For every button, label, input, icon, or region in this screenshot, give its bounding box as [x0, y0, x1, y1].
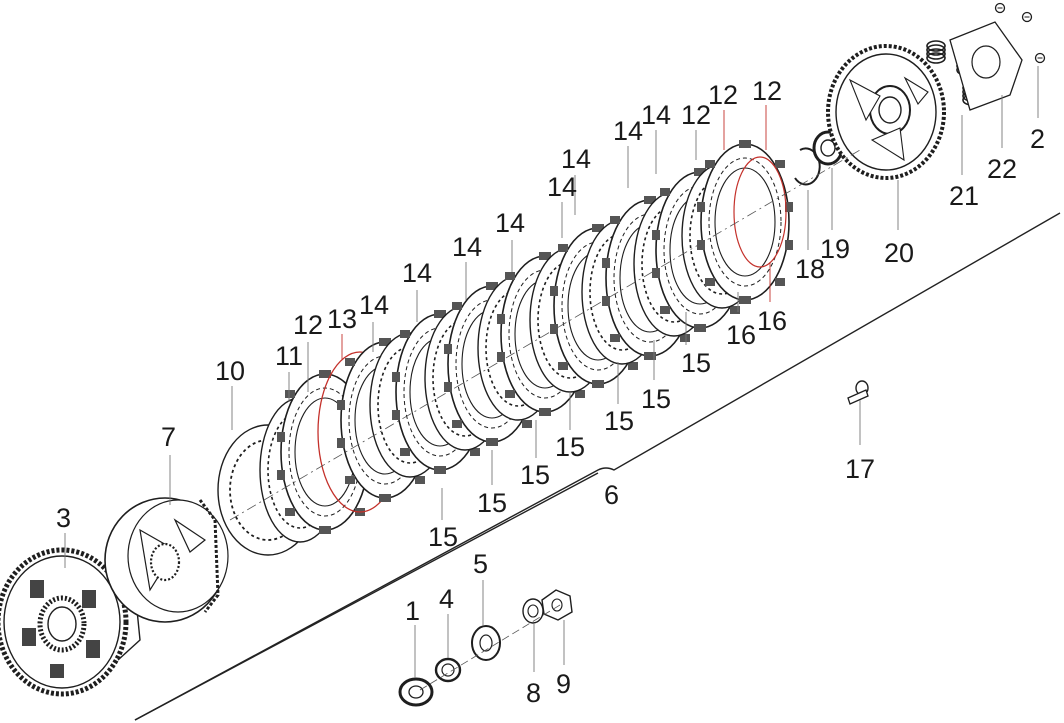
callout-15-b: 15 [477, 488, 507, 518]
callout-5: 5 [473, 549, 488, 579]
callout-12-d: 12 [752, 76, 782, 106]
callout-10: 10 [215, 356, 245, 386]
callout-15-e: 15 [604, 406, 634, 436]
part-17-pin [847, 380, 869, 405]
callout-14-f: 14 [561, 144, 591, 174]
callout-16-b: 16 [757, 306, 787, 336]
callout-13: 13 [327, 304, 357, 334]
assembly-axis [229, 149, 861, 521]
callout-12-a: 12 [293, 310, 323, 340]
callout-15-c: 15 [520, 460, 550, 490]
callout-4: 4 [439, 584, 454, 614]
part-9-nut [541, 589, 573, 621]
frame-line-main [134, 212, 1061, 721]
part-1-bearing [398, 677, 434, 707]
part-4-bushing [434, 657, 462, 683]
frame-line-lower [134, 472, 599, 721]
callout-6: 6 [604, 480, 619, 510]
part-20-pressure-plate [826, 44, 946, 180]
callout-11: 11 [275, 341, 303, 371]
callout-19: 19 [820, 234, 850, 264]
callout-8: 8 [526, 678, 541, 708]
callout-15-d: 15 [555, 432, 585, 462]
callout-14-g: 14 [613, 116, 643, 146]
callout-14-d: 14 [495, 208, 525, 238]
part-22-spring-plate [949, 21, 1023, 111]
callout-15-a: 15 [428, 522, 458, 552]
callout-12-c: 12 [708, 80, 738, 110]
callout-14-b: 14 [402, 258, 432, 288]
callout-3: 3 [56, 503, 71, 533]
callout-14-e: 14 [547, 172, 577, 202]
callout-labels: 1 2 3 4 5 6 7 8 9 10 11 12 13 14 14 14 1… [56, 76, 1045, 708]
callout-14-c: 14 [452, 232, 482, 262]
callout-14-a: 14 [359, 290, 389, 320]
callout-1: 1 [405, 596, 420, 626]
callout-18: 18 [795, 254, 825, 284]
callout-20: 20 [884, 238, 914, 268]
part-5-washer [471, 625, 501, 661]
callout-12-b: 12 [681, 100, 711, 130]
callout-2: 2 [1030, 124, 1045, 154]
callout-15-g: 15 [681, 348, 711, 378]
callout-22: 22 [987, 154, 1017, 184]
part-8-washer [522, 598, 544, 624]
callout-7: 7 [161, 422, 176, 452]
part-7-clutch-hub [104, 497, 229, 623]
callout-16-a: 16 [726, 320, 756, 350]
callout-21: 21 [949, 181, 979, 211]
callout-9: 9 [556, 669, 571, 699]
hardware-axis [419, 604, 561, 691]
leader-lines [64, 66, 1039, 678]
part-3-primary-gear [0, 547, 141, 697]
callout-17: 17 [845, 454, 875, 484]
callout-15-f: 15 [641, 384, 671, 414]
callout-14-h: 14 [641, 100, 671, 130]
part-16-ring [733, 156, 787, 268]
